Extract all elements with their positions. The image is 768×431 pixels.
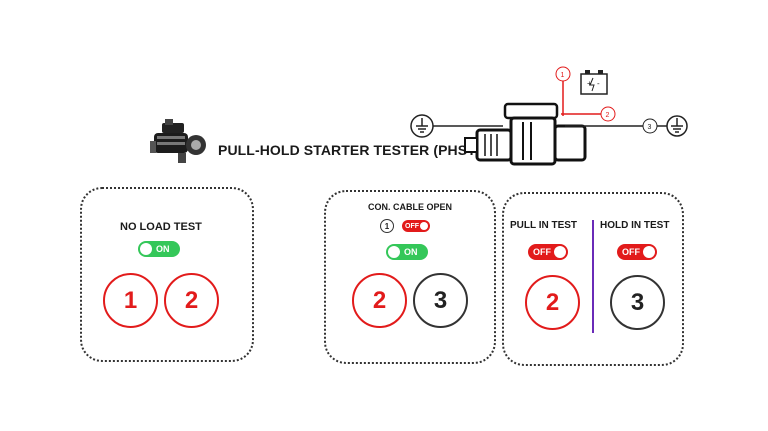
pull-in-toggle[interactable]: OFF <box>528 244 568 260</box>
toggle-knob <box>643 246 655 258</box>
battery-icon: + - <box>580 70 608 95</box>
terminal-1-button[interactable]: 1 <box>103 273 158 328</box>
hold-in-terminal-3-button[interactable]: 3 <box>610 275 665 330</box>
no-load-test-panel: NO LOAD TEST ON 1 2 <box>80 187 254 362</box>
hold-in-toggle[interactable]: OFF <box>617 244 657 260</box>
terminal-3-button[interactable]: 3 <box>413 273 468 328</box>
toggle-knob <box>388 246 400 258</box>
toggle-knob <box>140 243 152 255</box>
terminal-3-label: 3 <box>648 124 652 131</box>
toggle-state: ON <box>404 247 418 257</box>
svg-text:+: + <box>587 79 592 88</box>
cable-open-toggle[interactable]: ON <box>386 244 428 260</box>
toggle-state: OFF <box>622 247 640 257</box>
no-load-test-label: NO LOAD TEST <box>120 221 202 233</box>
terminal-2-label: 2 <box>606 112 610 119</box>
ground-icon-left <box>410 114 434 138</box>
toggle-state: ON <box>156 244 170 254</box>
pull-in-terminal-2-button[interactable]: 2 <box>525 275 580 330</box>
no-load-toggle[interactable]: ON <box>138 241 180 257</box>
toggle-state: OFF <box>533 247 551 257</box>
toggle-knob <box>420 222 428 230</box>
page-title: PULL-HOLD STARTER TESTER (PHST) <box>218 142 481 158</box>
cable-mini-toggle[interactable]: OFF <box>402 220 430 232</box>
cable-open-panel: CON. CABLE OPEN 1 OFF ON 2 3 <box>324 190 496 364</box>
wiring-diagram: + - 1 2 3 <box>410 66 688 166</box>
toggle-state: OFF <box>405 222 419 230</box>
toggle-knob <box>554 246 566 258</box>
terminal-2-button[interactable]: 2 <box>164 273 219 328</box>
cable-open-label: CON. CABLE OPEN <box>368 202 453 212</box>
mini-terminal-1: 1 <box>380 219 394 233</box>
hold-in-test-label: HOLD IN TEST <box>600 220 670 231</box>
starter-motor-icon <box>150 119 206 163</box>
panel-divider <box>592 220 594 333</box>
starter-motor-diagram-icon <box>464 102 587 166</box>
terminal-1-label: 1 <box>561 72 565 79</box>
terminal-2-button[interactable]: 2 <box>352 273 407 328</box>
svg-text:-: - <box>597 79 600 88</box>
ground-icon-right <box>666 115 688 137</box>
pull-in-test-label: PULL IN TEST <box>510 220 578 231</box>
